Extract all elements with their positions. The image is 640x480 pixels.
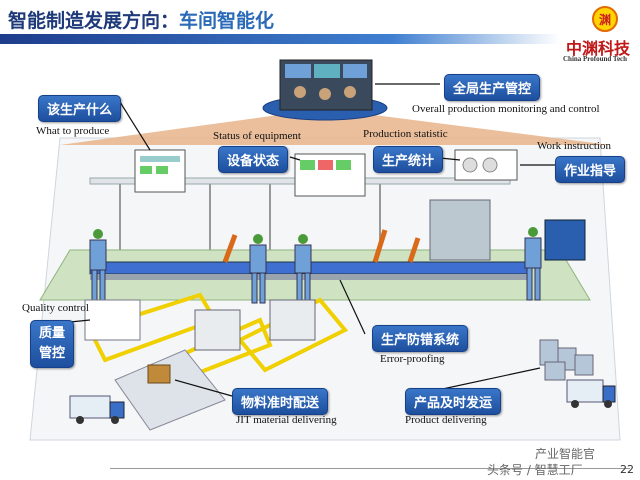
logo-english: China Profound Tech: [563, 55, 628, 63]
label-delivery: 产品及时发运: [405, 388, 502, 415]
label-what-produce: 该生产什么: [38, 95, 122, 122]
label-work-instr: 作业指导: [555, 156, 626, 183]
label-prod-stat: 生产统计: [373, 146, 444, 173]
page-number: 22: [620, 463, 634, 476]
label-equip-status: 设备状态: [218, 146, 289, 173]
logo-name: 中渊科技: [566, 39, 631, 58]
label-error-proof-en: Error-proofing: [380, 353, 445, 365]
page-title: 智能制造发展方向：车间智能化: [8, 10, 275, 32]
label-equip-status-en: Status of equipment: [213, 130, 301, 142]
watermark-line2: 头条号 / 智慧工厂: [487, 463, 583, 477]
label-global-control-en: Overall production monitoring and contro…: [412, 103, 600, 115]
watermark-line1: 产业智能官: [535, 447, 596, 461]
label-jit-en: JIT material delivering: [236, 414, 337, 426]
label-delivery-en: Product delivering: [405, 414, 487, 426]
label-global-control: 全局生产管控: [444, 74, 541, 101]
label-quality: 质量 管控: [30, 320, 75, 368]
label-what-produce-en: What to produce: [36, 125, 110, 137]
label-jit: 物料准时配送: [232, 388, 329, 415]
footer-rule: [110, 468, 630, 469]
logo-badge: 渊: [592, 6, 618, 32]
label-work-instr-en: Work instruction: [537, 140, 611, 152]
label-prod-stat-en: Production statistic: [363, 128, 448, 140]
title-underline: [0, 34, 560, 44]
label-error-proof: 生产防错系统: [372, 325, 469, 352]
label-quality-en: Quality control: [22, 302, 89, 314]
